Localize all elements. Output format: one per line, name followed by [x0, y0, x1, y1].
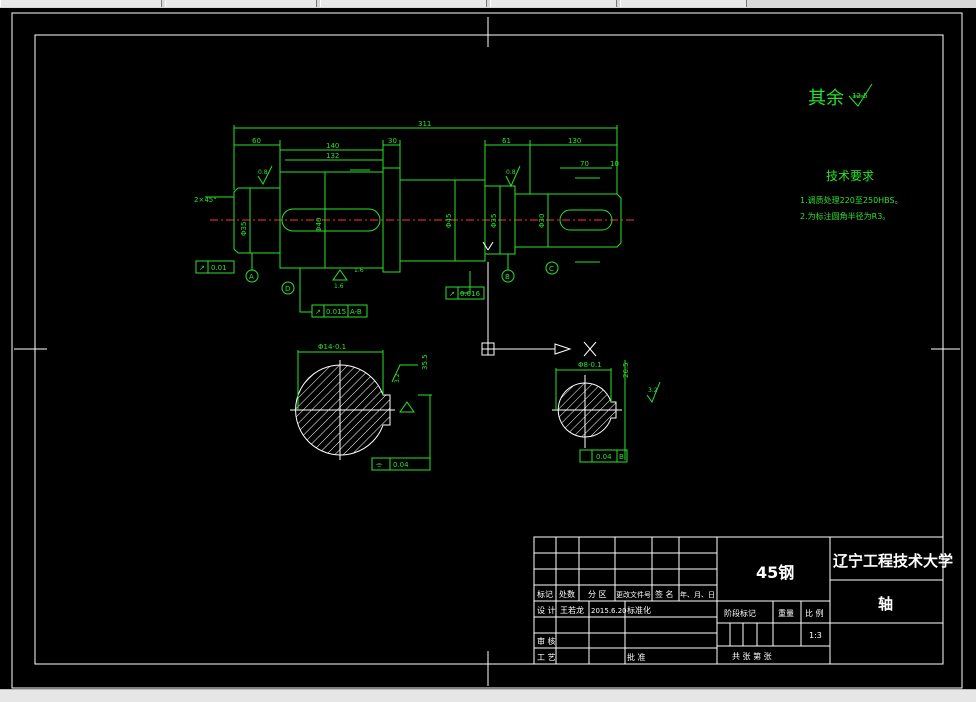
dim-text: 140 — [326, 142, 339, 150]
datum-label: C — [549, 265, 554, 273]
tolerance-frames: ↗ 0.01 ↗ 0.015 A-B ↗ 0.016 — [195, 260, 485, 318]
section-dim: 26.5 — [622, 362, 630, 378]
svg-text:↗: ↗ — [315, 308, 321, 316]
tech-req-item: 1.调质处理220至250HBS。 — [800, 195, 903, 205]
toolbar-tab[interactable] — [620, 0, 747, 7]
toolbar-tab[interactable] — [320, 0, 487, 7]
part-name: 轴 — [878, 595, 893, 613]
section-view-2: Φ8-0.1 26.5 3.2 0.04 B — [552, 360, 661, 463]
section-view-1: Φ14-0.1 35.5 3.2 0.04 ⌯ — [290, 343, 432, 471]
dim-diameter: Φ35 — [240, 222, 248, 236]
dimension-texts: 311 60 140 30 132 61 130 70 10 2×45° Φ35… — [194, 120, 619, 236]
dim-text: 10 — [610, 160, 619, 168]
title-block-text: 45钢 辽宁工程技术大学 轴 标记 处数 分 区 更改文件号 签 名 年、月、日… — [537, 552, 953, 662]
roughness-value: 0.8 — [506, 169, 516, 176]
header-cell: 标记 — [537, 589, 553, 599]
dim-diameter: Φ45 — [445, 214, 453, 228]
tolerance-value: 0.01 — [211, 264, 227, 272]
tolerance-value: 0.04 — [596, 453, 612, 461]
scale-value: 1:3 — [809, 631, 822, 640]
dim-diameter: Φ35 — [490, 214, 498, 228]
stage-label: 阶段标记 — [724, 608, 756, 618]
tolerance-value: 0.04 — [393, 461, 409, 469]
weight-label: 重量 — [778, 608, 794, 618]
datum-markers: A D B C — [245, 253, 559, 295]
dim-text: 130 — [568, 137, 581, 145]
sheet-label: 共 张 第 张 — [732, 651, 772, 661]
datum-label: A — [249, 273, 254, 281]
svg-text:↗: ↗ — [199, 264, 205, 272]
header-cell: 签 名 — [655, 589, 674, 599]
designer-name: 王若龙 — [560, 605, 584, 615]
dim-text: 60 — [252, 137, 261, 145]
dim-total: 311 — [418, 120, 431, 128]
tolerance-value: 0.016 — [460, 290, 481, 298]
section-dim: Φ14-0.1 — [318, 343, 346, 351]
tolerance-datum: A-B — [350, 308, 362, 316]
dim-text: 70 — [580, 160, 589, 168]
roughness-value: 3.2 — [648, 387, 658, 394]
header-cell: 更改文件号 — [616, 590, 651, 599]
design-label: 设 计 — [537, 605, 556, 615]
toolbar-tab[interactable] — [490, 0, 617, 7]
section-dim: Φ8-0.1 — [578, 361, 602, 369]
design-date: 2015.6.20 — [591, 607, 627, 615]
shaft-main-view — [205, 125, 636, 313]
roughness-value: 1.6 — [334, 283, 344, 290]
drawing-frame — [11, 12, 963, 689]
technical-requirements: 技术要求 1.调质处理220至250HBS。 2.为标注圆角半径为R3。 — [800, 169, 903, 221]
standardization-label: 标准化 — [627, 605, 651, 615]
datum-label: D — [285, 285, 290, 293]
tech-req-title: 技术要求 — [826, 169, 874, 183]
roughness-value: 1.6 — [354, 267, 364, 274]
section-dim: 35.5 — [421, 354, 429, 370]
tech-req-item: 2.为标注圆角半径为R3。 — [800, 211, 890, 221]
dim-text: 132 — [326, 152, 339, 160]
window-toolbar-strip — [0, 0, 976, 8]
dim-chamfer: 2×45° — [194, 196, 217, 204]
surface-finish-note: 其余 12.5 — [808, 83, 873, 109]
title-block — [533, 536, 944, 665]
header-cell: 处数 — [559, 589, 575, 599]
toolbar-tab[interactable] — [165, 0, 317, 7]
header-cell: 分 区 — [588, 590, 607, 599]
surface-finish-label: 其余 — [808, 88, 844, 109]
review-label: 审 核 — [537, 636, 556, 646]
dim-text: 61 — [502, 137, 511, 145]
datum-label: B — [505, 273, 510, 281]
roughness-symbols: 0.8 1.6 0.8 1.6 — [257, 165, 521, 290]
status-bar — [0, 689, 976, 702]
toolbar-tab[interactable] — [0, 0, 162, 7]
svg-text:↗: ↗ — [449, 290, 455, 298]
roughness-value: 0.8 — [258, 169, 268, 176]
dim-diameter: Φ40 — [315, 218, 323, 232]
roughness-symbol-icon — [848, 83, 873, 107]
dim-diameter: Φ30 — [538, 214, 546, 228]
approve-label: 批 准 — [627, 652, 646, 662]
header-cell: 年、月、日 — [680, 590, 715, 599]
tolerance-datum: B — [619, 453, 624, 461]
dim-text: 30 — [388, 137, 397, 145]
process-label: 工 艺 — [537, 653, 556, 662]
school-name: 辽宁工程技术大学 — [833, 552, 953, 570]
roughness-value: 3.2 — [394, 373, 401, 383]
svg-text:⌯: ⌯ — [376, 460, 383, 469]
tolerance-value: 0.015 — [326, 308, 346, 316]
ucs-icon[interactable] — [481, 241, 597, 357]
material: 45钢 — [756, 563, 794, 582]
scale-label: 比 例 — [805, 608, 824, 618]
